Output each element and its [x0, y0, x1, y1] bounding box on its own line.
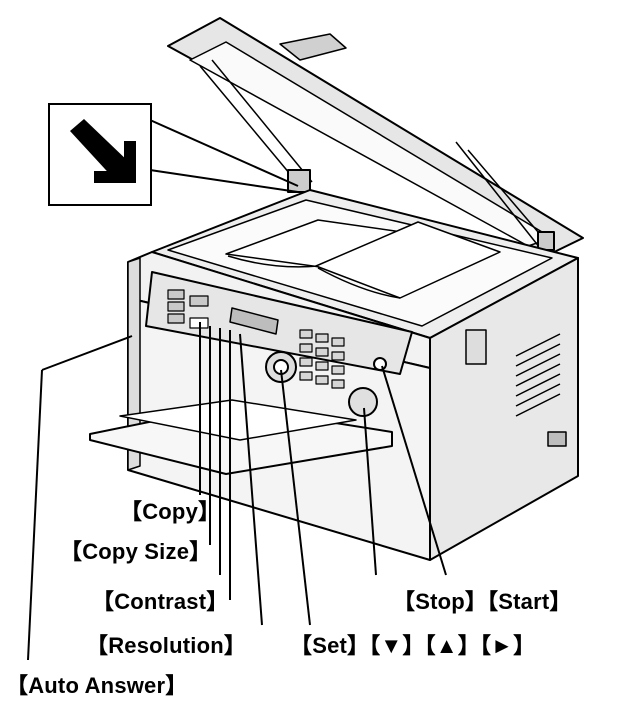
side-vents — [465, 329, 567, 447]
inset-box — [48, 103, 152, 206]
label-auto-answer: 【Auto Answer】 — [6, 673, 188, 698]
label-contrast: 【Contrast】 — [92, 589, 229, 614]
diagonal-arrow-down-right-icon — [70, 119, 136, 183]
label-set-arrows: 【Set】【▼】【▲】【►】 — [290, 633, 536, 658]
control-panel — [145, 271, 413, 417]
label-resolution: 【Resolution】 — [86, 633, 247, 658]
document-on-glass — [225, 219, 501, 299]
scanner-lid — [167, 17, 584, 256]
inset-pointer — [149, 119, 299, 193]
leader-lines — [27, 322, 447, 661]
label-stop-start: 【Stop】【Start】 — [393, 589, 572, 614]
label-copy: 【Copy】 — [120, 499, 221, 524]
label-copy-size: 【Copy Size】 — [60, 539, 212, 564]
output-tray — [89, 399, 393, 475]
lid-hinge — [287, 169, 555, 251]
